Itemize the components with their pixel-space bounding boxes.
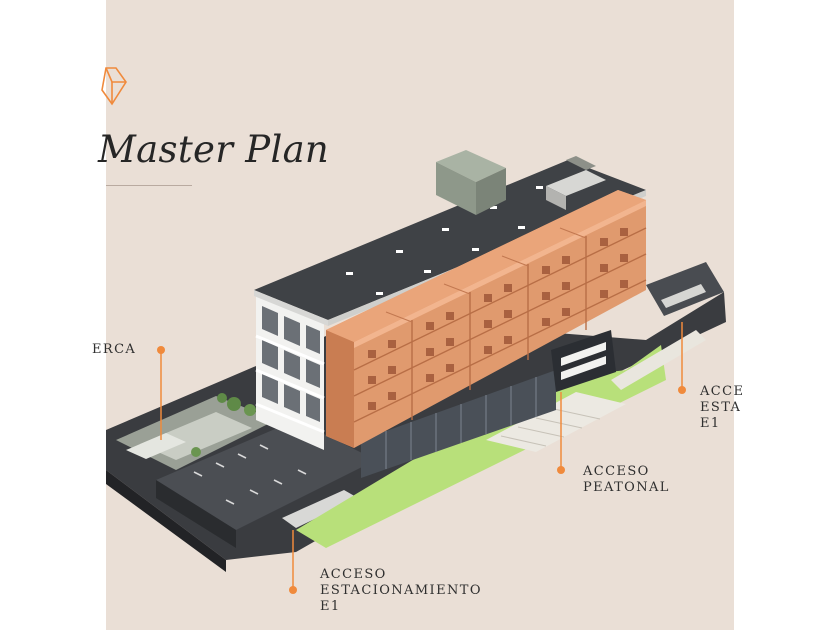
title-underline (106, 185, 192, 186)
callout-markers (157, 322, 686, 594)
diamond-logo-icon (101, 67, 127, 106)
building-illustration (101, 67, 726, 594)
acceso-peatonal-marker (557, 466, 565, 474)
label-acceso-right: ACCE ESTA E1 (700, 384, 745, 431)
cerca-marker (157, 346, 165, 354)
left-courtyard (116, 393, 276, 470)
acceso-estacionamiento-marker (289, 586, 297, 594)
right-access-lane (646, 262, 724, 316)
west-facade (255, 295, 325, 450)
master-plan-stage: Master Plan ERCA ACCE ESTA E1 ACCESO PEA… (92, 0, 743, 630)
label-cerca: ERCA (92, 342, 137, 357)
acceso-right-marker (678, 386, 686, 394)
ground-floor-glass (361, 330, 616, 478)
label-acceso-peatonal: ACCESO PEATONAL (583, 464, 670, 495)
label-acceso-estacionamiento: ACCESO ESTACIONAMIENTO E1 (320, 567, 482, 614)
copper-facade (326, 190, 647, 448)
page-title: Master Plan (98, 128, 330, 171)
